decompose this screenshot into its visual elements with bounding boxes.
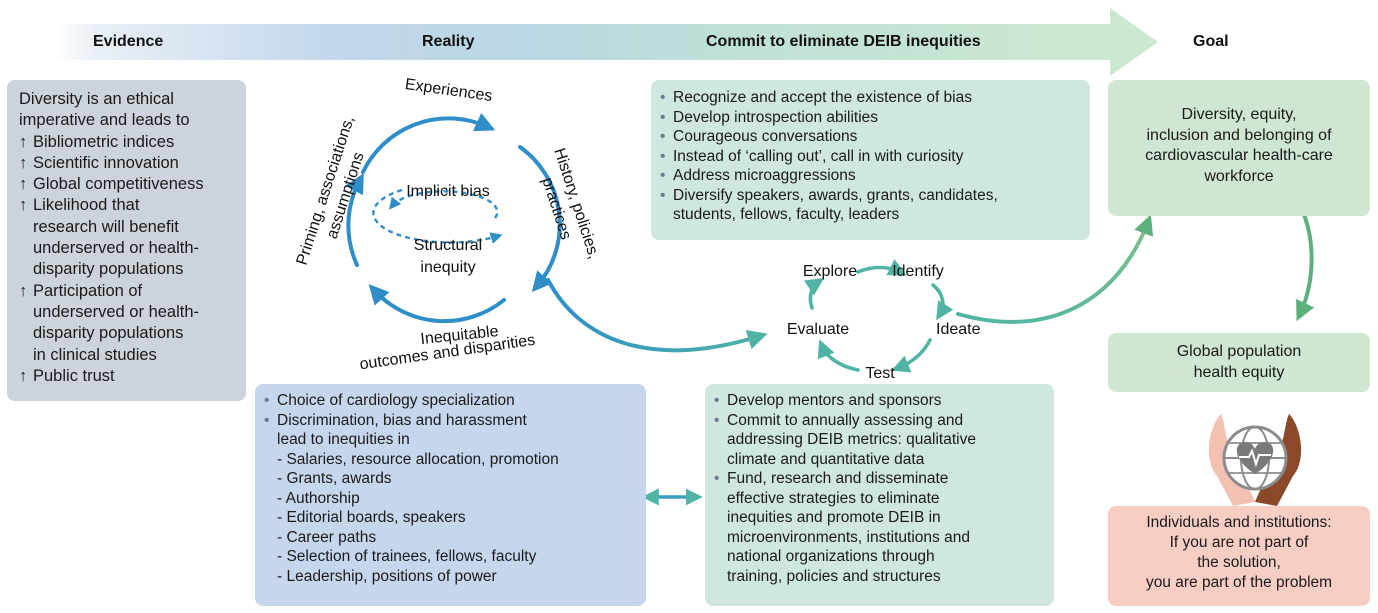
label-evaluate: Evaluate — [787, 321, 849, 338]
list-item: Courageous conversations — [659, 127, 1082, 147]
small-arc-top — [856, 259, 907, 276]
up-arrow-icon: ↑ — [19, 366, 28, 385]
evidence-item: ↑Bibliometric indices — [19, 132, 238, 153]
top-arrow-banner — [55, 8, 1158, 76]
commit-actions-list: Recognize and accept the existence of bi… — [659, 88, 1082, 225]
pulse-icon — [1239, 448, 1271, 468]
evidence-item: ↑Scientific innovation — [19, 153, 238, 174]
evidence-intro-line2: imperative and leads to — [19, 111, 190, 130]
list-item: Choice of cardiology specialization — [263, 391, 638, 411]
list-item: Recognize and accept the existence of bi… — [659, 88, 1082, 108]
up-arrow-icon: ↑ — [19, 153, 28, 172]
hands-globe-icon — [1208, 414, 1302, 506]
up-arrow-icon: ↑ — [19, 281, 28, 300]
reality-box: Choice of cardiology specialization Disc… — [255, 384, 646, 606]
commit-strategies-list: Develop mentors and sponsors Commit to a… — [713, 391, 1046, 586]
reality-cycle — [345, 112, 562, 324]
cycle-arc-right — [518, 145, 562, 293]
commit-actions-box: Recognize and accept the existence of bi… — [651, 80, 1090, 240]
reality-sublist: - Salaries, resource allocation, promoti… — [263, 450, 638, 587]
header-reality: Reality — [422, 33, 475, 50]
small-arc-bottom — [891, 338, 932, 373]
up-arrow-icon: ↑ — [19, 132, 28, 151]
list-item: Develop introspection abilities — [659, 108, 1082, 128]
evidence-intro-line1: Diversity is an ethical — [19, 90, 174, 108]
label-identify: Identify — [892, 263, 944, 280]
design-cycle — [804, 259, 954, 373]
small-arc-right — [931, 283, 954, 321]
header-goal: Goal — [1193, 33, 1229, 50]
goal-workforce-box: Diversity, equity, inclusion and belongi… — [1108, 80, 1370, 216]
up-arrow-icon: ↑ — [19, 196, 28, 215]
arrow-to-goal — [956, 214, 1154, 324]
list-item: Develop mentors and sponsors — [713, 391, 1046, 411]
label-structural-2: inequity — [420, 259, 475, 276]
list-item: Address microaggressions — [659, 166, 1082, 186]
small-arc-left — [817, 339, 860, 372]
list-item: Discrimination, bias and harassment lead… — [263, 411, 638, 450]
list-item: Commit to annually assessing andaddressi… — [713, 411, 1046, 470]
inner-dashed-cycle — [372, 188, 503, 244]
small-arc-up — [804, 278, 824, 310]
sub-item: - Grants, awards — [277, 470, 392, 487]
header-commit: Commit to eliminate DEIB inequities — [706, 33, 981, 50]
evidence-item: ↑Global competitiveness — [19, 174, 238, 195]
sub-item: - Salaries, resource allocation, promoti… — [277, 450, 559, 468]
evidence-list: ↑Bibliometric indices ↑Scientific innova… — [19, 132, 238, 388]
cycle-arc-left — [345, 172, 364, 267]
arrow-to-evaluate — [546, 278, 768, 353]
reality-list: Choice of cardiology specialization Disc… — [263, 391, 638, 450]
sub-item: - Career paths — [277, 528, 377, 546]
label-test: Test — [865, 365, 895, 382]
label-explore: Explore — [803, 263, 857, 280]
sub-item: - Editorial boards, speakers — [277, 509, 466, 526]
evidence-item: ↑Public trust — [19, 366, 238, 387]
goal-quote-box: Individuals and institutions: If you are… — [1108, 506, 1370, 606]
label-ideate: Ideate — [936, 321, 981, 338]
list-item: Fund, research and disseminateeffective … — [713, 469, 1046, 586]
label-implicit-bias: Implicit bias — [406, 183, 490, 200]
evidence-box: Diversity is an ethical imperative and l… — [7, 80, 246, 401]
goal-population-box: Global population health equity — [1108, 333, 1370, 392]
list-item: Diversify speakers, awards, grants, cand… — [659, 186, 1082, 225]
sub-item: - Authorship — [277, 489, 360, 507]
commit-strategies-box: Develop mentors and sponsors Commit to a… — [705, 384, 1054, 606]
sub-item: - Selection of trainees, fellows, facult… — [277, 548, 537, 565]
cycle-arc-bottom — [368, 284, 506, 324]
up-arrow-icon: ↑ — [19, 175, 28, 194]
cycle-arc-top — [361, 112, 496, 174]
list-item: Instead of ‘calling out’, call in with c… — [659, 147, 1082, 167]
header-evidence: Evidence — [93, 33, 164, 50]
label-experiences: Experiences — [404, 76, 494, 105]
sub-item: - Leadership, positions of power — [277, 567, 497, 585]
label-structural-1: Structural — [414, 237, 482, 254]
